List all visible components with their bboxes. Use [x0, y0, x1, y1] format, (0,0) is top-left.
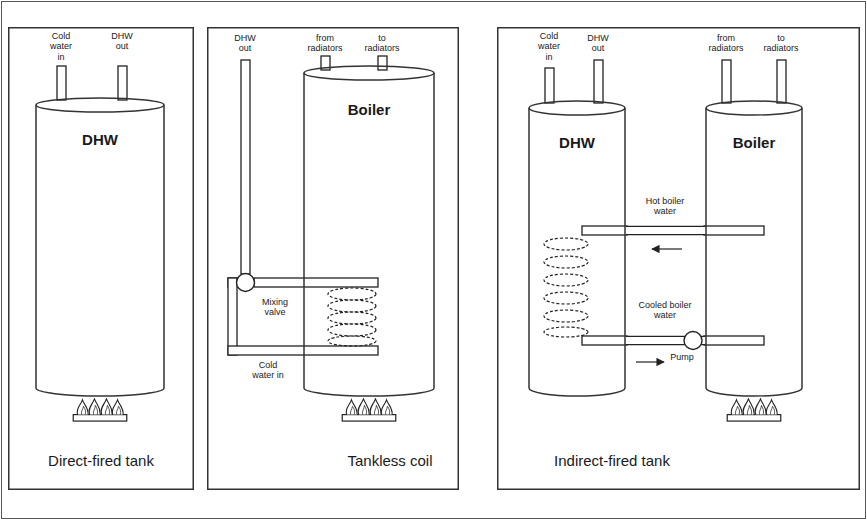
- pipe: [722, 60, 731, 103]
- tank-wall: [706, 108, 802, 396]
- coil-winding: [328, 300, 376, 312]
- pipe-bore: [626, 227, 705, 234]
- pipe: [582, 336, 627, 345]
- coil-winding: [544, 256, 588, 268]
- coil-winding: [544, 310, 588, 322]
- tank-label: DHW: [82, 131, 118, 148]
- tank-wall: [36, 105, 164, 396]
- tank-label: Boiler: [733, 134, 776, 151]
- pipe: [241, 60, 250, 274]
- pipe-label: Mixing valve: [255, 297, 295, 318]
- tank-cylinder: Boiler: [303, 65, 435, 397]
- pipe-label: DHW out: [231, 33, 259, 54]
- pipe-label: Cold water in: [46, 31, 76, 62]
- coil-winding: [544, 274, 588, 286]
- pipe: [228, 278, 237, 355]
- tank-top: [706, 101, 802, 115]
- pipe-label: DHW out: [108, 31, 136, 52]
- flow-label: Hot boiler water: [635, 196, 695, 217]
- pipe: [545, 68, 554, 103]
- panel-caption: Tankless coil: [347, 452, 432, 469]
- pipe-joint: [230, 347, 236, 354]
- burner-flame: [727, 399, 781, 421]
- tank-label: Boiler: [348, 101, 391, 118]
- pipe-wall: [626, 226, 705, 236]
- coil-winding: [544, 327, 588, 337]
- diagram-panel: Tankless coil Boiler: [207, 27, 459, 490]
- tank-cylinder: DHW: [528, 100, 626, 397]
- pipe: [118, 66, 127, 100]
- flow-arrow: [636, 361, 664, 362]
- panel-caption: Indirect-fired tank: [554, 452, 670, 469]
- flow-arrow: [652, 248, 682, 249]
- burner-flame: [342, 399, 396, 421]
- flow-label: Cooled boiler water: [634, 300, 696, 321]
- coil-winding: [328, 312, 376, 324]
- pipe-connector: [626, 230, 705, 231]
- diagram-panel: Indirect-fired tank DHW Boiler: [497, 27, 860, 490]
- pipe-label: Cold water in: [248, 360, 288, 381]
- pipe-label: Cold water in: [534, 31, 564, 62]
- tank-wall: [529, 108, 625, 396]
- pipe: [254, 278, 378, 287]
- pipe: [594, 60, 603, 103]
- pump-symbol: [684, 332, 702, 350]
- tank-top: [304, 66, 434, 80]
- pipe: [378, 56, 387, 70]
- tank-label: DHW: [559, 134, 595, 151]
- pipe: [582, 226, 627, 235]
- tank-top: [529, 101, 625, 115]
- coil-winding: [328, 288, 376, 300]
- pipe-label: DHW out: [584, 33, 612, 54]
- tank-cylinder: DHW: [35, 97, 165, 397]
- burner-flame: [73, 399, 127, 421]
- panel-caption: Direct-fired tank: [48, 452, 154, 469]
- tank-wall: [304, 73, 434, 396]
- pipe-label: to radiators: [761, 33, 801, 54]
- coil-winding: [328, 336, 376, 346]
- pipe-label: to radiators: [362, 33, 402, 54]
- pipe: [228, 346, 378, 355]
- diagram-panel: Direct-fired tank DHW: [8, 27, 194, 490]
- coil-winding: [544, 238, 588, 250]
- pipe: [57, 66, 66, 100]
- mixing-valve: [237, 274, 255, 292]
- coil-winding: [328, 324, 376, 336]
- pipe: [777, 60, 786, 103]
- pipe-label: from radiators: [704, 33, 748, 54]
- pipe-label: Pump: [667, 352, 697, 362]
- pipe: [704, 336, 764, 345]
- tank-cylinder: Boiler: [705, 100, 803, 397]
- pipe-label: from radiators: [303, 33, 347, 54]
- tank-top: [36, 98, 164, 112]
- coil-winding: [544, 292, 588, 304]
- pipe: [704, 226, 764, 235]
